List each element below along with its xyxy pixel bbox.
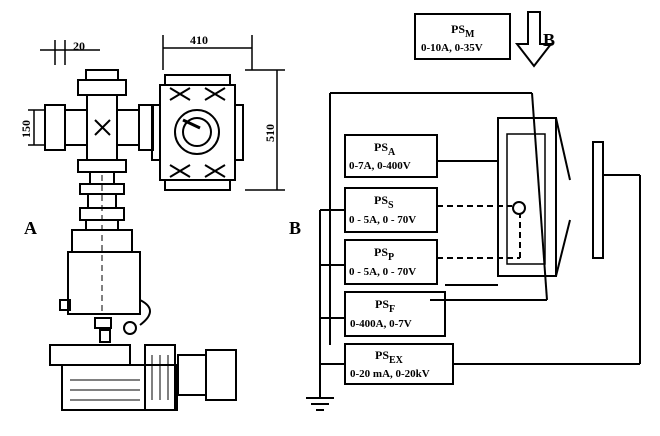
ps-f-box xyxy=(344,291,446,337)
ps-m-box xyxy=(414,13,511,60)
ps-f-range: 0-400A, 0-7V xyxy=(350,318,412,330)
arrow-b-label: B xyxy=(543,30,555,50)
ps-s-box xyxy=(344,187,438,233)
panel-a-label: A xyxy=(24,218,37,238)
ps-m-name: PSM xyxy=(451,22,475,40)
ps-a-box xyxy=(344,134,438,178)
dim-410-label: 410 xyxy=(190,33,208,47)
vacuum-chamber-drawing xyxy=(28,35,285,411)
ps-a-name: PSA xyxy=(374,140,396,158)
ps-p-name: PSP xyxy=(374,245,394,263)
ps-ex-range: 0-20 mA, 0-20kV xyxy=(350,368,430,380)
panel-b-label: B xyxy=(289,218,301,238)
ps-a-range: 0-7A, 0-400V xyxy=(349,160,411,172)
ps-ex-name: PSEX xyxy=(375,348,404,366)
ps-s-range: 0 - 5A, 0 - 70V xyxy=(349,214,416,226)
ps-s-name: PSS xyxy=(374,193,394,211)
ion-source-schematic xyxy=(306,11,641,411)
ps-ex-box xyxy=(344,343,454,385)
ps-m-range: 0-10A, 0-35V xyxy=(421,42,483,54)
ps-p-range: 0 - 5A, 0 - 70V xyxy=(349,266,416,278)
ps-f-name: PSF xyxy=(375,297,395,315)
dim-510-label: 510 xyxy=(263,124,277,142)
dim-150-label: 150 xyxy=(19,120,33,138)
ps-p-box xyxy=(344,239,438,285)
dim-20-label: 20 xyxy=(73,39,85,53)
